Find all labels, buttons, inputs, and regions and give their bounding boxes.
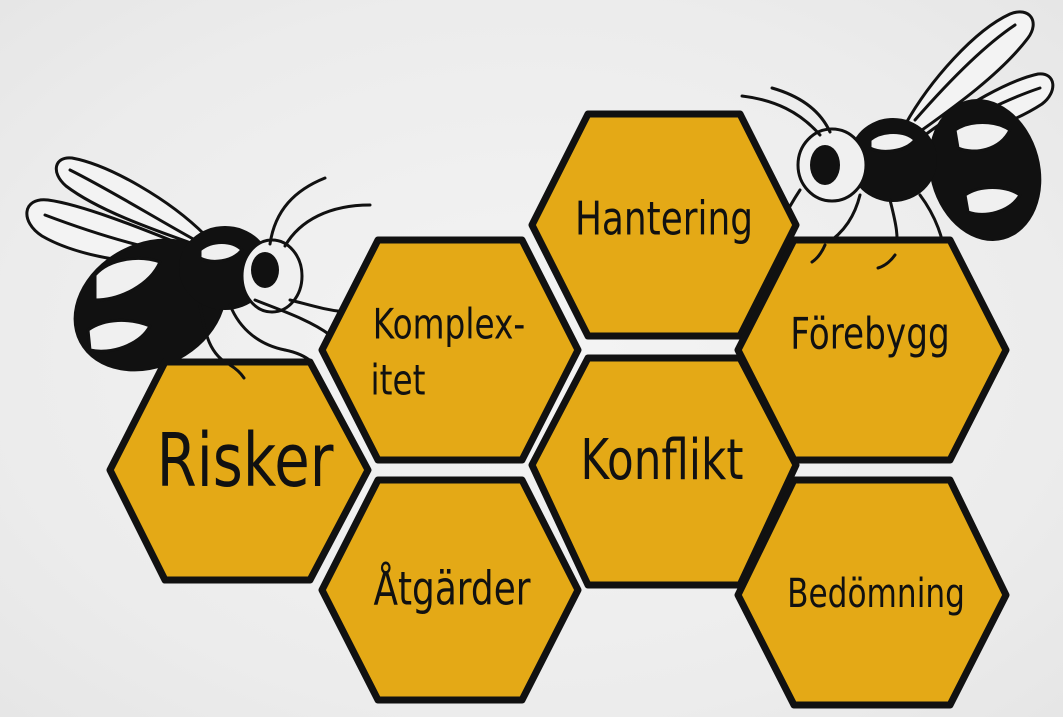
cell-risker: Risker	[106, 358, 372, 584]
bee-right-illustration	[740, 10, 1055, 264]
label-komplexitet-line1: Komplex-	[373, 300, 525, 349]
bee-left-legs-foreground	[228, 348, 314, 380]
label-konflikt: Konflikt	[581, 427, 744, 493]
cell-hantering: Hantering	[528, 110, 800, 340]
label-komplexitet-line2: itet	[371, 356, 426, 405]
label-hantering: Hantering	[575, 192, 753, 246]
label-bedomning: Bedömning	[787, 571, 965, 617]
bee-left-illustration	[25, 156, 372, 372]
label-risker: Risker	[157, 417, 334, 504]
bee-right-legs-foreground	[810, 243, 897, 270]
honeycomb-cells: Hantering Komplex- itet Förebygg Risker	[106, 110, 1010, 709]
label-forebygg: Förebygg	[790, 309, 950, 360]
cell-bedomning: Bedömning	[734, 476, 1010, 709]
cell-forebygg: Förebygg	[734, 236, 1010, 464]
cell-konflikt: Konflikt	[528, 354, 800, 589]
bee-right-wing-upper	[903, 10, 1035, 137]
label-atgarder: Åtgärder	[373, 562, 530, 616]
bee-right-antenna	[740, 94, 822, 137]
bee-left-antenna	[268, 176, 327, 246]
cell-atgarder: Åtgärder	[318, 476, 582, 704]
cell-komplexitet: Komplex- itet	[318, 236, 582, 464]
